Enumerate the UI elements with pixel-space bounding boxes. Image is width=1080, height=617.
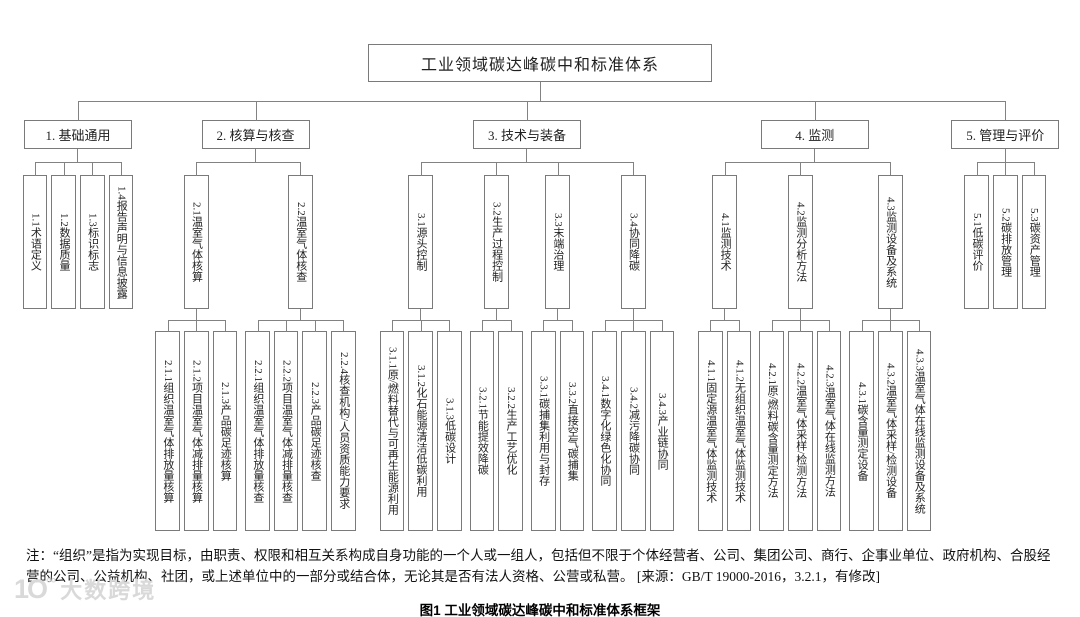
node-5-3: 5.3碳资产管理 — [1021, 175, 1047, 309]
node-3-4-1: 3.4.1数字化绿色化协同 — [592, 331, 617, 531]
node-4-3: 4.3监测设备及系统 — [878, 175, 903, 309]
node-3-2-2: 3.2.2生产工艺优化 — [498, 331, 523, 531]
node-3-3: 3.3末端治理 — [545, 175, 570, 309]
node-5-2: 5.2碳排放管理 — [992, 175, 1018, 309]
category-5-box: 5. 管理与评价 — [951, 120, 1060, 149]
node-3-2-1: 3.2.1节能提效降碳 — [469, 331, 495, 531]
node-4-2: 4.2监测分析方法 — [788, 175, 813, 309]
connector-line — [799, 309, 801, 320]
category-3-children: 3.1源头控制 3.1.1原/燃料替代与可再生能源利用 3.1.2化石能源清洁低… — [376, 162, 678, 531]
node-3-1-3: 3.1.3低碳设计 — [437, 331, 462, 531]
connector-line — [420, 309, 422, 320]
connector-line — [539, 82, 541, 101]
connector-line — [1004, 149, 1006, 162]
connector-line — [632, 309, 634, 320]
group-4-3: 4.3监测设备及系统 4.3.1碳含量测定设备 4.3.2温室气体采样/检测设备… — [845, 162, 935, 531]
group-4-2: 4.2监测分析方法 4.2.1原/燃料碳含量测定方法 4.2.2温室气体采样/检… — [755, 162, 847, 531]
node-1-3: 1.3标识标志 — [79, 175, 105, 309]
category-1-children: 1.1术语定义 1.2数据质量 1.3标识标志 1.4报告声明与信息披露 — [21, 162, 136, 309]
category-3: 3. 技术与装备 3.1源头控制 3.1.1原/燃料替代与可再生能源利用 3.1… — [367, 101, 688, 531]
connector-line — [724, 309, 726, 320]
node-2-1-1: 2.1.1组织温室气体排放量核算 — [155, 331, 180, 531]
node-3-4-2: 3.4.2减污降碳协同 — [620, 331, 646, 531]
diagram-title-box: 工业领域碳达峰碳中和标准体系 — [367, 44, 712, 82]
category-4-children: 4.1监测技术 4.1.1固定源温室气体监测技术 4.1.2无组织温室气体监测技… — [694, 162, 935, 531]
category-4: 4. 监测 4.1监测技术 4.1.1固定源温室气体监测技术 4.1.2无组织温… — [686, 101, 945, 531]
node-4-1-1: 4.1.1固定源温室气体监测技术 — [698, 331, 723, 531]
group-3-1: 3.1源头控制 3.1.1原/燃料替代与可再生能源利用 3.1.2化石能源清洁低… — [376, 162, 467, 531]
category-3-box: 3. 技术与装备 — [472, 120, 581, 149]
connector-line — [814, 149, 816, 162]
connector-line — [195, 309, 197, 320]
node-4-2-2: 4.2.2温室气体采样/检测方法 — [788, 331, 813, 531]
node-2-2-4: 2.2.4核查机构/人员资质能力要求 — [331, 331, 356, 531]
category-2-children: 2.1温室气体核算 2.1.1组织温室气体排放量核算 2.1.2项目温室气体减排… — [151, 162, 359, 531]
footnote-text: 注：“组织”是指为实现目标，由职责、权限和相互关系构成自身功能的一个人或一组人，… — [26, 548, 1051, 584]
node-2-1-2: 2.1.2项目温室气体减排量核算 — [183, 331, 209, 531]
node-4-3-3: 4.3.3温室气体在线监测设备及系统 — [906, 331, 932, 531]
node-3-2: 3.2生产过程控制 — [483, 175, 509, 309]
node-4-2-3: 4.2.3温室气体在线监测方法 — [816, 331, 842, 531]
group-2-1: 2.1温室气体核算 2.1.1组织温室气体排放量核算 2.1.2项目温室气体减排… — [151, 162, 243, 531]
node-4-1-2: 4.1.2无组织温室气体监测技术 — [726, 331, 752, 531]
node-3-3-1: 3.3.1碳捕集利用与封存 — [530, 331, 556, 531]
node-1-1: 1.1术语定义 — [22, 175, 48, 309]
category-5: 5. 管理与评价 5.1低碳评价 5.2碳排放管理 5.3碳资产管理 — [943, 101, 1067, 309]
node-3-1-1: 3.1.1原/燃料替代与可再生能源利用 — [379, 331, 405, 531]
node-2-1-3: 2.1.3产品碳足迹核算 — [212, 331, 238, 531]
connector-line — [495, 309, 497, 320]
node-2-2-2: 2.2.2项目温室气体减排量核查 — [273, 331, 299, 531]
node-1-2: 1.2数据质量 — [51, 175, 76, 309]
category-1-box: 1. 基础通用 — [23, 120, 132, 149]
category-4-box: 4. 监测 — [760, 120, 869, 149]
connector-line — [255, 149, 256, 162]
figure-caption: 图1 工业领域碳达峰碳中和标准体系框架 — [419, 602, 661, 617]
node-1-4: 1.4报告声明与信息披露 — [108, 175, 134, 309]
group-4-1: 4.1监测技术 4.1.1固定源温室气体监测技术 4.1.2无组织温室气体监测技… — [694, 162, 757, 531]
node-3-1-2: 3.1.2化石能源清洁低碳利用 — [408, 331, 434, 531]
node-3-1: 3.1源头控制 — [408, 175, 434, 309]
watermark: 1O°° 大数跨境 — [14, 573, 156, 605]
connector-line — [526, 149, 528, 162]
standard-system-tree-diagram: 工业领域碳达峰碳中和标准体系 1. 基础通用 1.1术语定义 1.2数据质量 1… — [13, 44, 1068, 531]
category-2: 2. 核算与核查 2.1温室气体核算 2.1.1组织温室气体排放量核算 2.1.… — [143, 101, 370, 531]
group-3-2: 3.2生产过程控制 3.2.1节能提效降碳 3.2.2生产工艺优化 — [465, 162, 529, 531]
node-3-4: 3.4协同降碳 — [620, 175, 646, 309]
node-2-1: 2.1温室气体核算 — [183, 175, 209, 309]
connector-line — [299, 309, 301, 320]
watermark-logo-icon: 1O°° — [14, 574, 56, 604]
node-4-3-2: 4.3.2温室气体采样/检测设备 — [878, 331, 903, 531]
category-1: 1. 基础通用 1.1术语定义 1.2数据质量 1.3标识标志 1.4报告声明与… — [13, 101, 144, 309]
connector-line — [77, 149, 79, 162]
watermark-text: 大数跨境 — [60, 578, 157, 603]
node-2-2-3: 2.2.3产品碳足迹核查 — [302, 331, 328, 531]
connector-line — [557, 309, 559, 320]
group-2-2: 2.2温室气体核查 2.2.1组织温室气体排放量核查 2.2.2项目温室气体减排… — [241, 162, 360, 531]
node-4-1: 4.1监测技术 — [712, 175, 738, 309]
category-5-children: 5.1低碳评价 5.2碳排放管理 5.3碳资产管理 — [962, 162, 1048, 309]
connector-line — [889, 309, 891, 320]
node-3-3-2: 3.3.2直接空气碳捕集 — [559, 331, 585, 531]
node-2-2-1: 2.2.1组织温室气体排放量核查 — [245, 331, 270, 531]
group-3-4: 3.4协同降碳 3.4.1数字化绿色化协同 3.4.2减污降碳协同 3.4.3产… — [588, 162, 678, 531]
category-2-box: 2. 核算与核查 — [201, 120, 310, 149]
node-3-4-3: 3.4.3产业链协同 — [649, 331, 675, 531]
node-5-1: 5.1低碳评价 — [964, 175, 989, 309]
node-4-2-1: 4.2.1原/燃料碳含量测定方法 — [759, 331, 785, 531]
category-row: 1. 基础通用 1.1术语定义 1.2数据质量 1.3标识标志 1.4报告声明与… — [13, 101, 1068, 531]
node-4-3-1: 4.3.1碳含量测定设备 — [849, 331, 874, 531]
node-2-2: 2.2温室气体核查 — [288, 175, 313, 309]
group-3-3: 3.3末端治理 3.3.1碳捕集利用与封存 3.3.2直接空气碳捕集 — [526, 162, 590, 531]
